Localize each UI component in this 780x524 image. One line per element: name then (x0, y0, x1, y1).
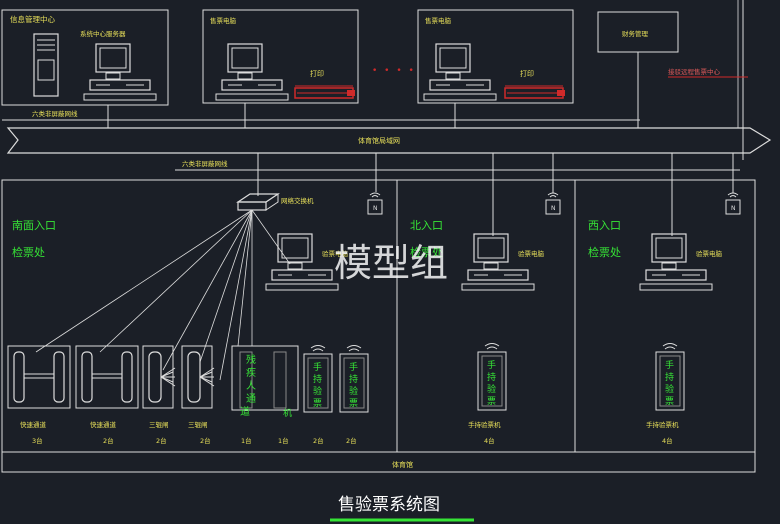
handheld-south-1-label: 手持验票 (313, 361, 322, 409)
finance-label: 财务管理 (622, 29, 649, 38)
cable-label-mid: 六类非屏蔽网线 (182, 159, 228, 168)
printer-1-label: 打印 (310, 69, 324, 78)
west-entrance-label: 西入口 (588, 219, 621, 232)
north-device-caption: 手持验票机 (468, 420, 501, 429)
device-caption: 快速通道 (20, 420, 47, 429)
device-caption: 三辊闸 (149, 420, 169, 429)
device-qty: 2台 (313, 436, 324, 445)
accessible-lane-label: 残疾人通道 (240, 353, 256, 418)
fast-lane-2-icon (75, 345, 139, 409)
turnstile-2-icon (181, 345, 215, 409)
north-check-label: 检票处 (410, 245, 443, 259)
turnstile-1-icon (142, 345, 176, 409)
west-check-label: 检票处 (588, 245, 621, 259)
reader-north-icon (545, 192, 561, 215)
north-device-qty: 4台 (484, 436, 495, 445)
venue-frame (1, 179, 756, 473)
printer-1-icon (294, 85, 356, 99)
printer-2-label: 打印 (520, 69, 534, 78)
ticket-station-2-box (417, 9, 574, 104)
remote-link-label: 接驳远程售票中心 (668, 67, 721, 76)
cable-label-top: 六类非屏蔽网线 (32, 109, 78, 118)
ticket-pc-1-icon (215, 43, 289, 101)
check-pc-south-label: 验票电脑 (322, 249, 349, 258)
handheld-west-label: 手持验票 (665, 359, 674, 407)
check-pc-south-icon (265, 233, 339, 291)
accessible-lane-icon (231, 345, 299, 411)
west-device-qty: 4台 (662, 436, 673, 445)
device-qty: 2台 (200, 436, 211, 445)
info-center-label: 信息管理中心 (10, 14, 55, 24)
network-switch-icon (236, 193, 280, 211)
device-qty: 2台 (103, 436, 114, 445)
device-qty: 2台 (156, 436, 167, 445)
device-qty: 3台 (32, 436, 43, 445)
west-device-caption: 手持验票机 (646, 420, 679, 429)
reader-west-icon (725, 192, 741, 215)
venue-label: 体育馆 (392, 460, 413, 469)
device-qty: 2台 (346, 436, 357, 445)
check-pc-west-label: 验票电脑 (696, 249, 723, 258)
watermark: 模型组 (334, 241, 448, 285)
handheld-north-label: 手持验票 (487, 359, 496, 407)
server-pc-label: 系统中心服务器 (80, 29, 126, 38)
server-icon (33, 33, 59, 97)
handheld-south-2-label: 手持验票 (349, 361, 358, 409)
server-pc-icon (83, 43, 157, 101)
handheld-south-1-tail: 机 (283, 407, 292, 419)
ticket-pc-2-icon (423, 43, 497, 101)
ticket-pc-2-label: 售票电脑 (425, 16, 452, 25)
ticket-pc-1-label: 售票电脑 (210, 16, 237, 25)
backbone-label: 体育馆局域网 (358, 136, 400, 145)
check-pc-north-label: 验票电脑 (518, 249, 545, 258)
device-qty: 1台 (278, 436, 289, 445)
check-pc-west-icon (639, 233, 713, 291)
ellipsis-dots: • • • • (372, 66, 416, 76)
device-caption: 三辊闸 (188, 420, 208, 429)
diagram-title: 售验票系统图 (338, 495, 440, 515)
device-qty: 1台 (241, 436, 252, 445)
info-center-box (1, 9, 169, 106)
switch-connection-lines (35, 209, 291, 381)
printer-2-icon (504, 85, 566, 99)
fast-lane-1-icon (7, 345, 71, 409)
south-entrance-label: 南面入口 (12, 219, 56, 232)
device-caption: 快速通道 (90, 420, 117, 429)
south-check-label: 检票处 (12, 245, 45, 259)
reader-south-icon (367, 192, 383, 215)
switch-label: 网络交换机 (281, 196, 314, 205)
check-pc-north-icon (461, 233, 535, 291)
north-entrance-label: 北入口 (410, 219, 443, 232)
backbone-network-arrow (6, 127, 772, 154)
ticket-station-1-box (202, 9, 359, 104)
